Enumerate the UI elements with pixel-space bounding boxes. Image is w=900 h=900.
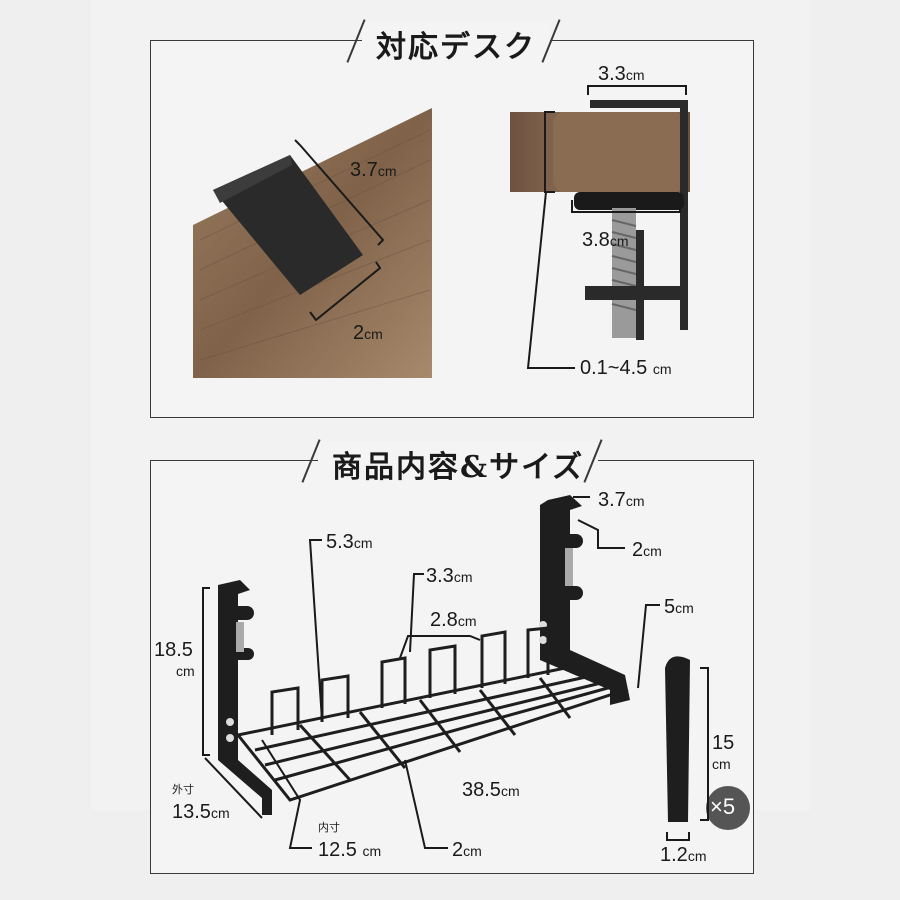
left-bracket <box>218 580 272 815</box>
clip-width-label: 3.7cm <box>350 159 397 181</box>
clip-depth-label: 2cm <box>353 322 383 344</box>
divider-height-label: 5.3cm <box>326 531 373 553</box>
wire-basket <box>235 626 629 802</box>
strap-quantity-label: ×5 <box>710 794 736 819</box>
inner-depth-label: 12.5 cm <box>318 839 382 861</box>
right-bracket <box>540 495 630 705</box>
thickness-range-label: 0.1~4.5 cm <box>580 357 672 379</box>
outer-size-caption: 外寸 <box>172 784 194 796</box>
divider-pitch-label: 3.3cm <box>426 565 473 587</box>
strap-width-label: 1.2cm <box>660 844 707 866</box>
wire-gap-label: 2cm <box>452 839 482 861</box>
bottom-width-label: 3.8cm <box>582 229 629 251</box>
outer-depth-label: 13.5cm <box>172 801 230 823</box>
desk-clip <box>213 155 363 295</box>
velcro-strap <box>665 656 690 822</box>
bracket-width-label: 5cm <box>664 596 694 618</box>
divider-width-label: 2.8cm <box>430 609 477 631</box>
inner-size-caption: 内寸 <box>318 822 340 834</box>
length-label: 38.5cm <box>462 779 520 801</box>
hook-depth-label: 2cm <box>632 539 662 561</box>
top-width-label: 3.3cm <box>598 63 645 85</box>
quantity-badge <box>706 786 750 830</box>
hook-width-label: 3.7cm <box>598 489 645 511</box>
section-title-compatible-desk: 対応デスク <box>362 22 550 66</box>
section-title-product-size: 商品内容&サイズ <box>318 442 599 486</box>
